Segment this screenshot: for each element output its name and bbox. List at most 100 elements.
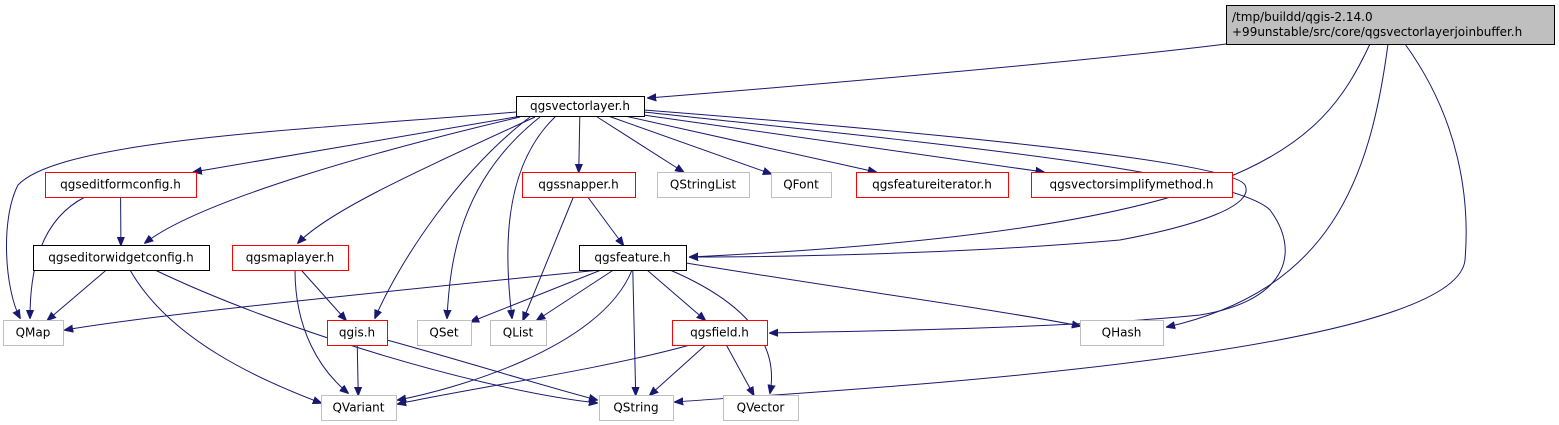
node-box bbox=[1031, 172, 1233, 198]
node-label: qgsfeatureiterator.h bbox=[872, 178, 992, 192]
node-qgseditformconfig[interactable]: qgseditformconfig.h bbox=[45, 172, 197, 198]
node-QMap: QMap bbox=[3, 320, 64, 346]
node-box bbox=[672, 320, 768, 346]
edge-qgsvectorlayer-to-QList bbox=[508, 116, 556, 318]
node-QList: QList bbox=[490, 320, 547, 346]
node-box bbox=[490, 320, 547, 346]
node-label: QHash bbox=[1102, 326, 1142, 340]
node-box bbox=[417, 320, 472, 346]
node-label: QSet bbox=[429, 326, 458, 340]
node-qgssnapper[interactable]: qgssnapper.h bbox=[522, 172, 636, 198]
node-box bbox=[3, 320, 64, 346]
node-qgsvectorlayer[interactable]: qgsvectorlayer.h bbox=[516, 96, 645, 117]
node-label: QString bbox=[613, 401, 658, 415]
node-label: qgsfield.h bbox=[690, 326, 749, 340]
edge-qgis-to-QVariant bbox=[357, 344, 358, 395]
node-qgis[interactable]: qgis.h bbox=[327, 320, 388, 346]
node-QStringList: QStringList bbox=[657, 172, 750, 198]
node-label: qgsvectorsimplifymethod.h bbox=[1050, 178, 1214, 192]
node-qgsmaplayer[interactable]: qgsmaplayer.h bbox=[232, 245, 349, 271]
edge-qgsvectorlayer-to-QSet bbox=[447, 116, 541, 318]
edge-qgsfield-to-QString bbox=[650, 344, 706, 395]
node-label: qgsfeature.h bbox=[594, 251, 670, 265]
node-qgsvectorsimplifymethod[interactable]: qgsvectorsimplifymethod.h bbox=[1031, 172, 1233, 198]
edge-qgssnapper-to-qgsfeature bbox=[587, 196, 624, 245]
node-label: qgsvectorlayer.h bbox=[530, 99, 630, 113]
node-label: qgssnapper.h bbox=[538, 178, 619, 192]
edge-qgsvectorlayer-to-QMap bbox=[6, 111, 517, 318]
edge-qgsfeature-to-QString bbox=[633, 269, 636, 395]
node-qgsfeatureiterator[interactable]: qgsfeatureiterator.h bbox=[856, 172, 1009, 198]
edge-qgsvectorlayer-to-QFont bbox=[607, 115, 771, 174]
edge-root-to-qgsfeature bbox=[690, 43, 1371, 257]
nodes-layer: /tmp/buildd/qgis-2.14.0+99unstable/src/c… bbox=[3, 5, 1555, 421]
node-box bbox=[45, 172, 197, 198]
node-box bbox=[599, 395, 674, 421]
node-label: QStringList bbox=[670, 178, 737, 192]
edge-root-to-QString bbox=[675, 43, 1467, 402]
node-label: qgsmaplayer.h bbox=[246, 251, 335, 265]
node-box bbox=[723, 395, 799, 421]
edge-qgseditorwidgetconfig-to-QVariant bbox=[129, 269, 321, 403]
node-label: /tmp/buildd/qgis-2.14.0 bbox=[1232, 10, 1373, 24]
node-box bbox=[771, 172, 832, 198]
node-box bbox=[33, 245, 210, 271]
node-box bbox=[516, 96, 645, 117]
edge-qgsmaplayer-to-QVariant bbox=[294, 269, 348, 393]
node-QSet: QSet bbox=[417, 320, 472, 346]
edge-qgseditorwidgetconfig-to-QMap bbox=[48, 269, 107, 320]
edge-qgsvectorlayer-to-QStringList bbox=[595, 115, 684, 172]
edge-qgsvectorlayer-to-qgsfield bbox=[643, 111, 1286, 333]
node-box bbox=[1226, 5, 1555, 45]
node-qgsfeature[interactable]: qgsfeature.h bbox=[579, 245, 687, 271]
node-box bbox=[232, 245, 349, 271]
edge-qgsfield-to-QVariant bbox=[398, 344, 691, 404]
node-box bbox=[657, 172, 750, 198]
edge-qgseditorwidgetconfig-to-QString bbox=[154, 269, 597, 403]
edge-qgsvectorlayer-to-qgsvectorsimplifymethod bbox=[643, 114, 1044, 172]
edge-qgsfeature-to-QHash bbox=[685, 262, 1080, 326]
edge-qgsvectorlayer-to-qgseditformconfig bbox=[194, 115, 522, 172]
edge-qgssnapper-to-QList bbox=[523, 196, 574, 320]
node-label: QVector bbox=[737, 401, 785, 415]
node-QFont: QFont bbox=[771, 172, 832, 198]
node-label: QVariant bbox=[332, 401, 384, 415]
node-label: qgseditformconfig.h bbox=[60, 178, 181, 192]
edge-qgsfeature-to-QSet bbox=[471, 269, 602, 322]
node-label: +99unstable/src/core/qgsvectorlayerjoinb… bbox=[1232, 25, 1522, 39]
node-label: QMap bbox=[16, 326, 51, 340]
node-box bbox=[522, 172, 636, 198]
edge-qgsfield-to-QVector bbox=[725, 344, 753, 395]
edge-qgis-to-QString bbox=[386, 339, 597, 400]
edges-layer bbox=[6, 43, 1467, 404]
node-QHash: QHash bbox=[1080, 320, 1164, 346]
edge-qgsvectorlayer-to-qgssnapper bbox=[579, 115, 580, 172]
node-label: QList bbox=[503, 326, 534, 340]
edge-qgsfeature-to-QList bbox=[537, 269, 614, 320]
edge-qgsvectorlayer-to-qgsmaplayer bbox=[298, 116, 536, 243]
edge-qgsvectorlayer-to-qgis bbox=[375, 116, 531, 318]
edge-qgsfeature-to-QMap bbox=[65, 269, 601, 330]
node-root[interactable]: /tmp/buildd/qgis-2.14.0+99unstable/src/c… bbox=[1226, 5, 1555, 45]
node-QVector: QVector bbox=[723, 395, 799, 421]
node-box bbox=[1080, 320, 1164, 346]
node-qgseditorwidgetconfig[interactable]: qgseditorwidgetconfig.h bbox=[33, 245, 210, 271]
node-QVariant: QVariant bbox=[321, 395, 397, 421]
edge-qgsfeature-to-qgsfield bbox=[646, 269, 705, 320]
edge-qgsvectorlayer-to-qgsfeature bbox=[643, 109, 1247, 257]
node-box bbox=[579, 245, 687, 271]
edge-qgsvectorlayer-to-qgseditorwidgetconfig bbox=[145, 116, 521, 243]
node-box bbox=[321, 395, 397, 421]
node-label: qgis.h bbox=[339, 326, 375, 340]
edge-qgsmaplayer-to-qgis bbox=[300, 269, 346, 320]
node-box bbox=[327, 320, 388, 346]
node-label: QFont bbox=[783, 178, 819, 192]
edge-qgsfeature-to-QVariant bbox=[398, 269, 633, 400]
node-box bbox=[856, 172, 1009, 198]
node-QString: QString bbox=[599, 395, 674, 421]
node-qgsfield[interactable]: qgsfield.h bbox=[672, 320, 768, 346]
edge-root-to-qgsvectorlayer bbox=[648, 43, 1227, 98]
edge-root-to-QHash bbox=[1167, 43, 1389, 327]
edge-qgsvectorlayer-to-qgsfeatureiterator bbox=[624, 115, 876, 172]
